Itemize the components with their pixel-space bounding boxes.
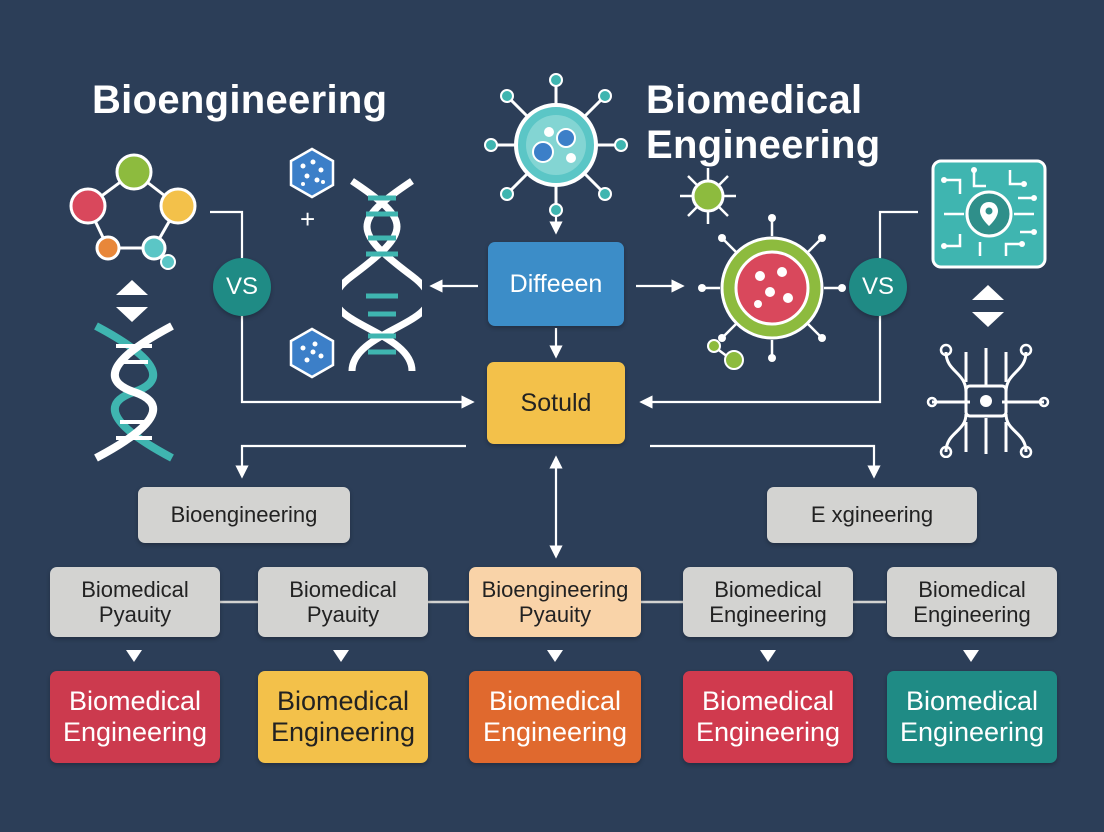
row3-box-1-line1: Biomedical bbox=[68, 685, 202, 716]
row3-box-4-line2: Engineering bbox=[695, 717, 841, 747]
title-biomedical-engineering: Biomedical Engineering bbox=[646, 78, 881, 167]
row2-box-3-line1: Bioengineering bbox=[481, 576, 629, 602]
row2-box-4[interactable]: Biomedical Engineering bbox=[683, 567, 853, 637]
nanoparticle-icon bbox=[289, 327, 335, 379]
solution-box[interactable]: Sotuld bbox=[487, 362, 625, 444]
row2-box-3[interactable]: Bioengineering Pyauity bbox=[469, 567, 641, 637]
difference-box[interactable]: Diffeeen bbox=[488, 242, 624, 326]
row3-box-1[interactable]: Biomedical Engineering bbox=[50, 671, 220, 763]
vs-badge-left: VS bbox=[213, 258, 271, 316]
row2-box-4-line1: Biomedical bbox=[714, 576, 822, 602]
circuit-chip-icon bbox=[931, 159, 1047, 269]
row3-box-3-line2: Engineering bbox=[482, 717, 628, 747]
row2-box-2-line2: Pyauity bbox=[306, 602, 380, 627]
row3-box-2[interactable]: Biomedical Engineering bbox=[258, 671, 428, 763]
row3-box-2-line1: Biomedical bbox=[276, 685, 410, 716]
row2-box-5[interactable]: Biomedical Engineering bbox=[887, 567, 1057, 637]
row3-box-5[interactable]: Biomedical Engineering bbox=[887, 671, 1057, 763]
row2-box-2-line1: Biomedical bbox=[289, 576, 397, 602]
neural-circuit-icon bbox=[926, 343, 1050, 458]
row2-box-5-line1: Biomedical bbox=[918, 576, 1026, 602]
engineering-box[interactable]: E xgineering bbox=[767, 487, 977, 543]
row3-box-3[interactable]: Biomedical Engineering bbox=[469, 671, 641, 763]
plus-sign: + bbox=[300, 204, 316, 234]
row3-box-4[interactable]: Biomedical Engineering bbox=[683, 671, 853, 763]
nanoparticle-icon bbox=[289, 147, 335, 199]
row2-box-2[interactable]: Biomedical Pyauity bbox=[258, 567, 428, 637]
molecule-network-icon bbox=[69, 153, 197, 270]
dna-helix-icon bbox=[94, 322, 174, 462]
title-bioengineering: Bioengineering bbox=[92, 78, 388, 122]
row2-box-3-line2: Pyauity bbox=[518, 602, 592, 627]
row2-box-1[interactable]: Biomedical Pyauity bbox=[50, 567, 220, 637]
row3-box-2-line2: Engineering bbox=[270, 717, 416, 747]
row2-box-5-line2: Engineering bbox=[913, 602, 1031, 627]
row3-box-1-line2: Engineering bbox=[62, 717, 208, 747]
row3-box-4-line1: Biomedical bbox=[701, 685, 835, 716]
row3-box-5-line2: Engineering bbox=[899, 717, 1045, 747]
row3-box-3-line1: Biomedical bbox=[488, 685, 622, 716]
vs-badge-right: VS bbox=[849, 258, 907, 316]
virus-cell-icon bbox=[680, 168, 846, 370]
row2-box-1-line1: Biomedical bbox=[81, 576, 189, 602]
dna-helix-icon bbox=[342, 178, 422, 372]
bioengineering-box[interactable]: Bioengineering bbox=[138, 487, 350, 543]
row2-box-1-line2: Pyauity bbox=[98, 602, 172, 627]
row3-box-5-line1: Biomedical bbox=[905, 685, 1039, 716]
virus-cell-icon bbox=[484, 73, 628, 217]
row2-box-4-line2: Engineering bbox=[709, 602, 827, 627]
